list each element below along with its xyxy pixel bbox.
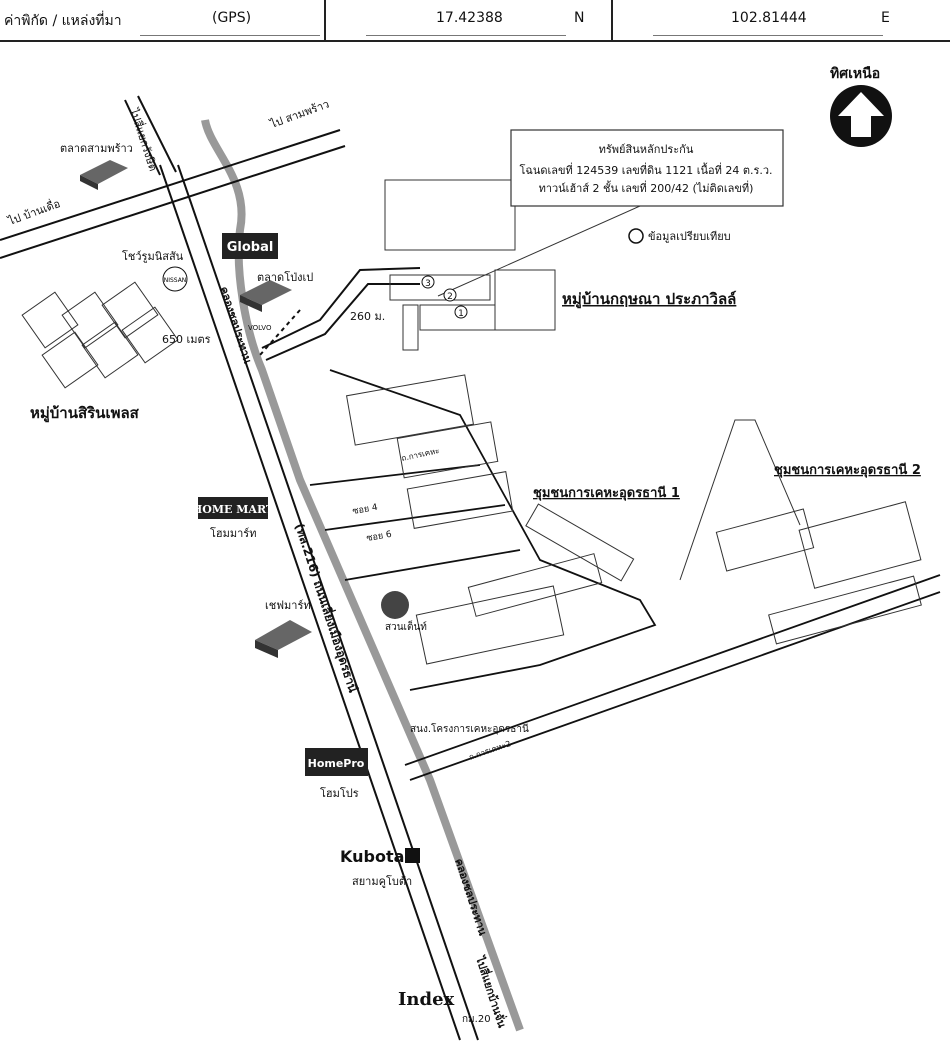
park-label: สวนเต็นท์ — [385, 619, 427, 633]
comparison-legend-label: ข้อมูลเปรียบเทียบ — [648, 230, 731, 243]
longitude-direction: E — [881, 10, 890, 26]
to-intersection-label: ไปสี่แยกรังษิต — [127, 105, 162, 173]
road-to-samprao — [0, 95, 346, 259]
popbe-market-label: ตลาดโป่งเป — [257, 270, 313, 284]
main-highway — [159, 164, 479, 1041]
samprao-market-label: ตลาดสามพร้าว — [60, 142, 133, 155]
volvo-label: VOLVO — [248, 324, 272, 332]
svg-text:2: 2 — [447, 292, 453, 302]
svg-text:HomePro: HomePro — [308, 757, 365, 770]
housing-office-label: สนง.โครงการเคหะอุดรธานี — [410, 722, 529, 735]
village-sirin-label: หมู่บ้านสิรินเพลส — [30, 404, 140, 423]
svg-text:Kubota: Kubota — [340, 847, 404, 866]
svg-text:NISSAN: NISSAN — [164, 277, 187, 284]
svg-text:3: 3 — [425, 279, 431, 289]
distance-650-label: 650 เมตร — [162, 333, 211, 346]
index-logo: Index — [398, 989, 455, 1010]
housing-road-2-label: ถ.การเคหะ2 — [468, 739, 512, 762]
homepro-logo: HomePro — [305, 748, 368, 776]
latitude-direction: N — [574, 10, 585, 26]
sirin-village-blocks — [21, 281, 179, 389]
gps-coordinate-bar: ค่าพิกัด / แหล่งที่มา (GPS) 17.42388 N 1… — [0, 0, 950, 44]
distance-260-label: 260 ม. — [350, 310, 385, 323]
road-to-krisana — [259, 267, 421, 361]
svg-text:Index: Index — [398, 989, 455, 1010]
soi-6-label: ซอย 6 — [366, 530, 393, 544]
community-1-label: ชุมชนการเคหะอุดรธานี 1 — [533, 485, 680, 501]
samprao-market-building-icon — [80, 160, 128, 190]
longitude-cell: 102.81444 E — [613, 0, 950, 42]
housing-road-label: ถ.การเคหะ — [401, 446, 441, 463]
marker-3: 3 — [421, 275, 435, 289]
homepro-label: โฮมโปร — [320, 786, 359, 800]
soi-4-label: ซอย 4 — [352, 503, 379, 517]
canal-bottom-label: คลองชลประทาน — [452, 857, 489, 938]
global-logo: Global — [222, 233, 278, 259]
chef-mart-building-icon — [255, 620, 312, 658]
chef-mart-label: เชฟมาร์ท — [265, 599, 311, 612]
marker-2: 2 — [443, 288, 457, 302]
marker-1: 1 — [454, 305, 468, 319]
north-label: ทิศเหนือ — [830, 66, 880, 82]
comparison-legend-icon — [628, 228, 644, 244]
home-mart-label: โฮมมาร์ท — [210, 526, 256, 540]
callout-line-1: ทรัพย์สินหลักประกัน — [599, 143, 694, 156]
kubota-logo: Kubota — [340, 847, 420, 866]
kubota-label: สยามคูโบต้า — [352, 874, 412, 888]
collateral-callout — [437, 129, 784, 297]
longitude-value: 102.81444 — [731, 10, 807, 26]
community-2-blocks — [679, 419, 922, 645]
popbe-market-building-icon — [240, 280, 292, 312]
krisana-village-blocks — [384, 179, 556, 351]
north-arrow-icon — [830, 85, 892, 147]
callout-line-3: ทาวน์เฮ้าส์ 2 ชั้น เลขที่ 200/42 (ไม่ติด… — [539, 180, 754, 195]
community-2-label: ชุมชนการเคหะอุดรธานี 2 — [774, 462, 921, 478]
svg-text:HOME MART: HOME MART — [192, 503, 275, 516]
community-1-roads — [309, 369, 941, 781]
latitude-cell: 17.42388 N — [326, 0, 613, 42]
gps-label: ค่าพิกัด / แหล่งที่มา — [4, 13, 122, 29]
svg-text:Global: Global — [227, 240, 274, 255]
gps-source: (GPS) — [212, 10, 252, 26]
park-tree-icon — [381, 591, 409, 619]
svg-text:1: 1 — [458, 309, 464, 319]
home-mart-logo: HOME MART — [192, 497, 275, 519]
km-label: กม.20 — [462, 1014, 491, 1025]
to-samprao-label: ไป สามพร้าว — [268, 98, 331, 132]
latitude-value: 17.42388 — [436, 10, 503, 26]
nissan-showroom-label: โชว์รูมนิสสัน — [122, 249, 184, 263]
community-1-blocks — [345, 374, 635, 665]
gps-source-cell: ค่าพิกัด / แหล่งที่มา (GPS) — [0, 0, 326, 42]
nissan-logo: NISSAN — [162, 266, 188, 292]
location-map: ทิศเหนือ ทรัพย์สินหลักประกัน โฉนดเลขที่ … — [0, 66, 941, 1041]
callout-line-2: โฉนดเลขที่ 124539 เลขที่ดิน 1121 เนื้อที… — [519, 162, 772, 177]
village-krisana-label: หมู่บ้านกฤษณา ประภาวิลล์ — [562, 290, 736, 309]
